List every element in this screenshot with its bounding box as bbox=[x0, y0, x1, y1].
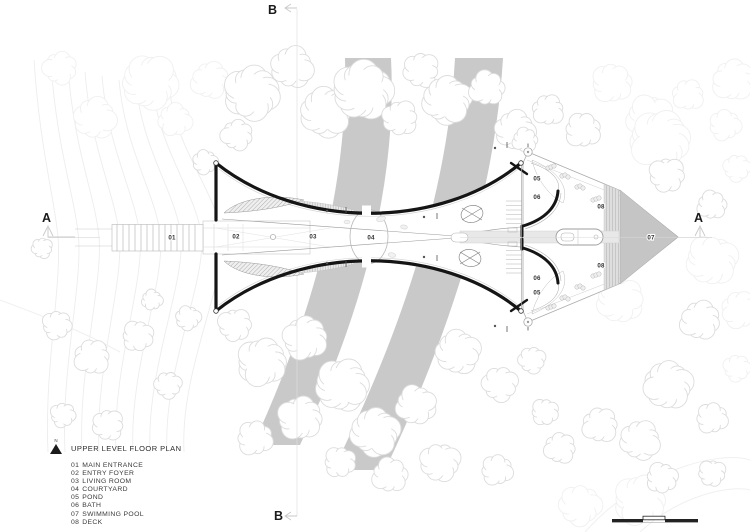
room-labels: 01 02 03 04 05 06 06 05 08 08 07 bbox=[167, 174, 656, 297]
north-arrow-icon: N bbox=[48, 438, 64, 454]
tree-marker-symbols bbox=[458, 205, 484, 267]
room-label-bath-bottom: 06 bbox=[533, 275, 541, 282]
arrow-b-top bbox=[284, 3, 297, 13]
right-wing-interior bbox=[450, 147, 679, 327]
arrow-a-right bbox=[694, 224, 706, 237]
entrance-stairs bbox=[116, 224, 196, 251]
section-marker-b-top: B bbox=[268, 3, 277, 17]
section-markers: A A B B bbox=[42, 3, 706, 523]
stair-treads bbox=[506, 200, 522, 274]
room-label-courtyard: 04 bbox=[367, 235, 375, 242]
arrow-b-bottom bbox=[284, 511, 297, 521]
room-label-living-room: 03 bbox=[309, 234, 317, 241]
room-label-deck-bottom: 08 bbox=[597, 263, 605, 270]
section-marker-a-right: A bbox=[694, 211, 703, 225]
north-triangle bbox=[50, 444, 62, 454]
room-label-pond-bottom: 05 bbox=[533, 290, 541, 297]
section-marker-a-left: A bbox=[42, 211, 51, 225]
north-label: N bbox=[54, 438, 58, 443]
creek-band-1 bbox=[253, 58, 392, 445]
scale-bar bbox=[612, 515, 698, 523]
tree-canopy-layer bbox=[30, 45, 729, 494]
entrance-ramp bbox=[75, 224, 310, 252]
room-label-pond-top: 05 bbox=[533, 176, 541, 183]
edge-planting-scribbles bbox=[545, 163, 602, 311]
wall-opening-bottom bbox=[362, 257, 371, 268]
room-label-swimming-pool: 07 bbox=[647, 235, 655, 242]
arrow-a-left bbox=[42, 224, 75, 238]
room-label-entry-foyer: 02 bbox=[232, 234, 240, 241]
wall-end-circles bbox=[213, 160, 524, 314]
section-marker-b-bottom: B bbox=[274, 509, 283, 523]
dimension-ticks bbox=[325, 142, 529, 332]
wall-opening-top bbox=[362, 205, 371, 216]
contour-lines bbox=[33, 59, 223, 453]
lap-pool bbox=[555, 228, 604, 246]
pond-scribbles bbox=[343, 215, 408, 258]
room-label-main-entrance: 01 bbox=[168, 235, 176, 242]
room-label-deck-top: 08 bbox=[597, 204, 605, 211]
page-title: UPPER LEVEL FLOOR PLAN bbox=[71, 444, 182, 453]
pool-triangle bbox=[619, 189, 679, 285]
room-label-bath-top: 06 bbox=[533, 194, 541, 201]
